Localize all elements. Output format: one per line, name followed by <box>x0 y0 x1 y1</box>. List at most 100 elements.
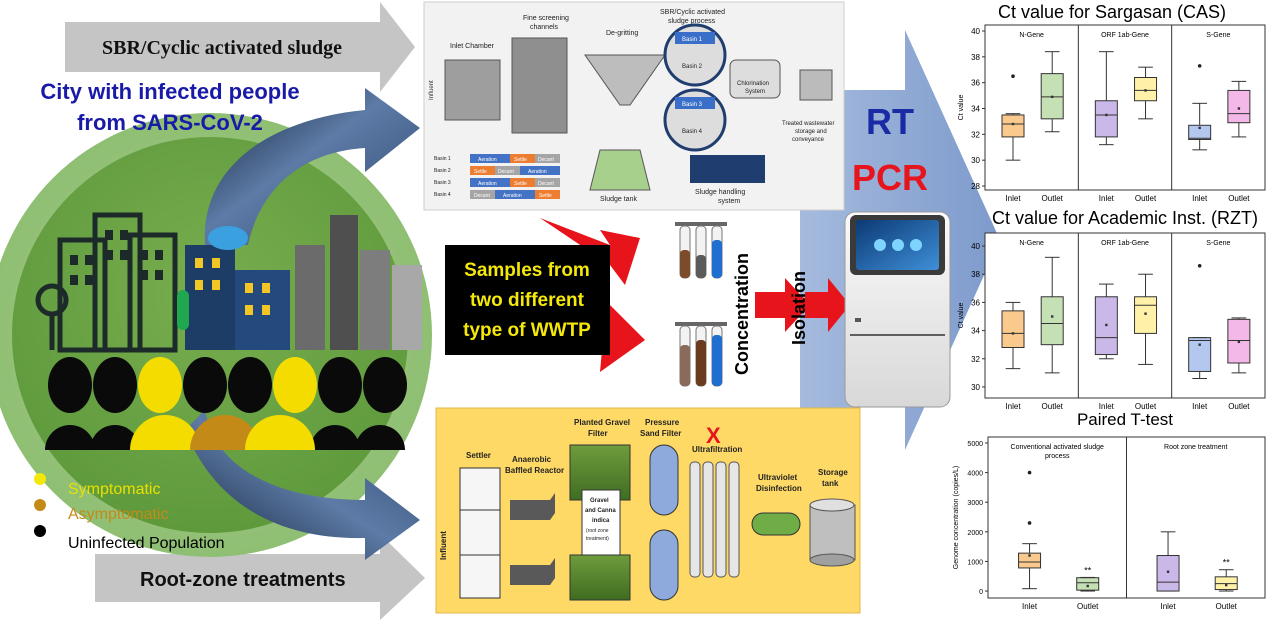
box-iqr <box>1018 552 1042 569</box>
legend-symptomatic: Symptomatic <box>68 481 160 498</box>
box-outlet <box>1227 80 1251 138</box>
rz-influent: Influent <box>439 531 448 560</box>
schedule-r4c1: Decant <box>474 193 490 199</box>
group-label: N-Gene <box>1019 32 1044 39</box>
box-outlet: ** <box>1076 565 1100 592</box>
y-tick-label: 30 <box>971 383 980 392</box>
schedule-r3c2: Settle <box>514 181 527 187</box>
y-tick-label: 40 <box>971 242 980 251</box>
box-outlet <box>1134 273 1158 365</box>
legend-uninfected: Uninfected Population <box>68 535 225 552</box>
curved-arrow-top <box>204 88 420 245</box>
box-iqr <box>1134 77 1158 102</box>
box-mean <box>1051 95 1054 99</box>
rt-label: RT <box>866 101 914 142</box>
curved-arrow-bottom <box>185 410 420 560</box>
box-mean <box>1198 343 1201 346</box>
chlorination-box <box>729 59 781 99</box>
y-axis-label: Ct value <box>958 303 965 329</box>
inlet-chamber-box <box>444 59 501 121</box>
rz-gravel-1: Gravel <box>590 498 609 504</box>
schedule-r2c3: Aeration <box>528 169 547 175</box>
x-tick-label: Inlet <box>1192 194 1208 203</box>
box-mean <box>1051 315 1054 318</box>
y-tick-label: 34 <box>971 105 980 114</box>
x-tick-label: Outlet <box>1077 602 1099 611</box>
outlier-point <box>1197 263 1202 268</box>
rz-ultrafiltration-cross: X <box>706 423 721 448</box>
x-tick-label: Outlet <box>1042 194 1064 203</box>
chart-paired-ttest: Paired T-test010002000300040005000Genome… <box>953 410 1266 611</box>
group-label: ORF 1ab-Gene <box>1101 32 1149 39</box>
x-tick-label: Outlet <box>1216 602 1238 611</box>
box-inlet <box>1188 64 1212 151</box>
x-tick-label: Inlet <box>1160 602 1176 611</box>
box-mean <box>1105 113 1108 117</box>
sbr-title-1: SBR/Cyclic activated <box>660 9 725 16</box>
box-mean <box>1237 107 1241 110</box>
samples-line2: two different <box>470 290 585 311</box>
box-mean <box>1011 332 1015 335</box>
schedule-r1c1: Aeration <box>478 157 497 163</box>
settler-box <box>459 467 501 599</box>
box-mean <box>1144 312 1147 315</box>
sbr-influent: Influent <box>429 80 435 100</box>
group-label: Conventional activated sludge <box>1011 444 1105 451</box>
group-label: S-Gene <box>1206 240 1230 247</box>
rz-gravel-3: indica <box>592 518 610 524</box>
legend-asymptomatic: Asymptomatic <box>68 506 168 523</box>
sbr-sludge-handling-1: Sludge handling <box>695 189 745 196</box>
y-tick-label: 34 <box>971 327 980 336</box>
uv-unit <box>751 512 801 536</box>
chart-sargasan-cas: Ct value for Sargasan (CAS)2830323436384… <box>958 2 1266 203</box>
box-iqr <box>1188 337 1212 372</box>
y-axis-label: Ct value <box>958 95 965 121</box>
box-mean <box>1086 584 1089 588</box>
box-outlet <box>1040 51 1064 133</box>
sbr-sludge-tank: Sludge tank <box>600 196 637 203</box>
box-inlet <box>1094 283 1118 360</box>
sbr-inlet-chamber: Inlet Chamber <box>450 43 495 50</box>
sludge-tank <box>589 149 651 191</box>
schedule-r4c3: Settle <box>539 193 552 199</box>
schedule-r4c2: Aeration <box>503 193 522 199</box>
rz-storage-2: tank <box>822 479 839 488</box>
sbr-sludge-handling-2: system <box>718 198 740 205</box>
y-tick-label: 38 <box>971 53 980 62</box>
population-crowd <box>45 357 407 450</box>
rz-planted-2: Filter <box>588 429 608 438</box>
sbr-treated-1: Treated wastewater <box>782 121 834 127</box>
rz-ultrafiltration: Ultrafiltration <box>692 445 742 454</box>
box-outlet: ** <box>1214 558 1238 592</box>
pcr-machine <box>844 211 951 408</box>
group-label: ORF 1ab-Gene <box>1101 240 1149 247</box>
sbr-basin3: Basin 3 <box>682 102 703 108</box>
isolation-label: Isolation <box>789 271 809 345</box>
sbr-banner-arrow: SBR/Cyclic activated sludge <box>65 2 415 92</box>
x-tick-label: Inlet <box>1192 402 1208 411</box>
y-tick-label: 32 <box>971 130 980 139</box>
rz-pressure-1: Pressure <box>645 418 680 427</box>
y-tick-label: 4000 <box>967 471 983 478</box>
screening-channel-box <box>511 37 568 134</box>
sbr-treated-3: conveyance <box>792 137 825 143</box>
x-tick-label: Inlet <box>1099 194 1115 203</box>
legend-dot-uninfected <box>34 525 46 537</box>
root-zone-schematic: Influent Settler Anaerobic Baffled React… <box>435 407 861 614</box>
x-tick-label: Inlet <box>1005 194 1021 203</box>
rz-abr-1: Anaerobic <box>512 455 552 464</box>
pressure-filter-top <box>649 444 679 516</box>
samples-line3: type of WWTP <box>463 320 591 341</box>
sbr-fine-screening-2: channels <box>530 24 559 31</box>
sample-tubes-bottom <box>675 322 727 387</box>
sbr-basin4: Basin 4 <box>682 129 703 135</box>
planted-filter-bottom <box>569 554 631 601</box>
outlier-point <box>1027 470 1032 475</box>
abr-top <box>510 493 555 520</box>
box-outlet <box>1227 317 1251 374</box>
rz-planted-1: Planted Gravel <box>574 418 630 427</box>
rz-pressure-2: Sand Filter <box>640 429 681 438</box>
y-tick-label: 36 <box>971 298 980 307</box>
root-zone-banner-arrow: Root-zone treatments <box>95 534 425 620</box>
box-mean <box>1166 570 1170 573</box>
